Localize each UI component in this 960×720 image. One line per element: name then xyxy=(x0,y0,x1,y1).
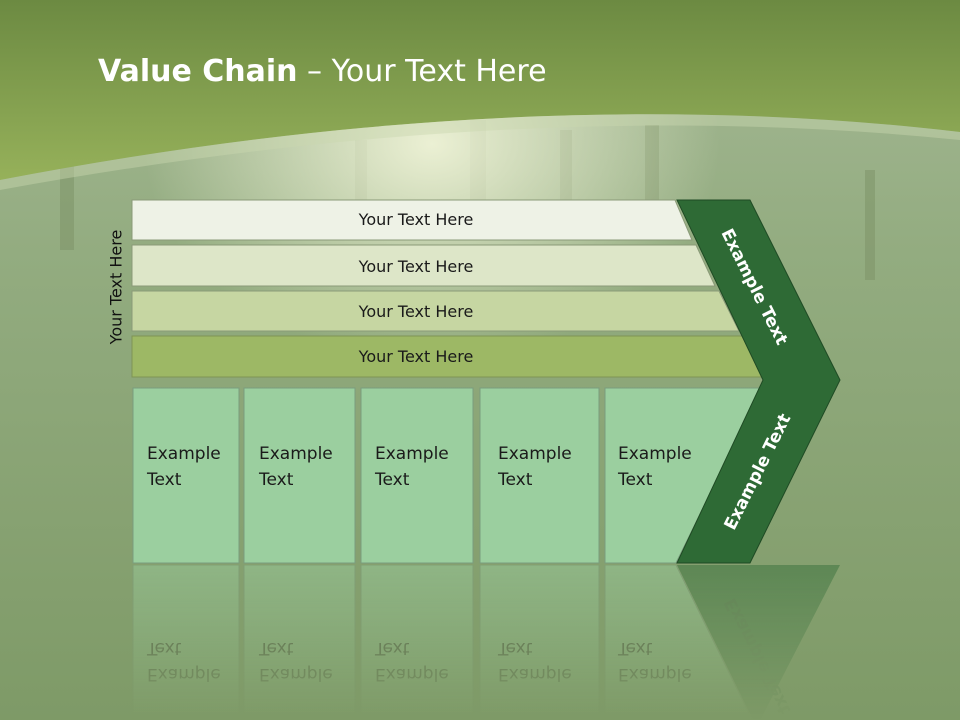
box-5-line2: Text xyxy=(617,470,653,490)
bar-1 xyxy=(131,199,693,241)
title-rest: – Your Text Here xyxy=(297,54,547,89)
box-3-line1: Example xyxy=(375,444,449,464)
bar-row-2: Your Text Here xyxy=(131,244,716,287)
bar-2 xyxy=(131,244,716,287)
box-3-line2: Text xyxy=(374,470,410,490)
bar-row-4: Your Text Here xyxy=(131,335,764,378)
box-1-shape xyxy=(132,387,240,564)
box-4-line1: Example xyxy=(498,444,572,464)
bar-4-label: Your Text Here xyxy=(358,347,474,366)
refl-box-2-line1: Example xyxy=(259,664,333,684)
box-2: Example Text xyxy=(243,387,356,564)
refl-box-2 xyxy=(243,564,356,720)
refl-chevron xyxy=(677,565,840,720)
refl-box-5 xyxy=(604,564,753,720)
page-title: Value Chain – Your Text Here xyxy=(98,54,547,89)
box-5: Example Text xyxy=(604,387,763,564)
title-bold: Value Chain xyxy=(98,54,298,89)
box-2-line2: Text xyxy=(258,470,294,490)
bar-1-label: Your Text Here xyxy=(358,210,474,229)
box-2-shape xyxy=(243,387,356,564)
box-3: Example Text xyxy=(360,387,474,564)
bar-row-3: Your Text Here xyxy=(131,290,740,332)
box-3-shape xyxy=(360,387,474,564)
bar-2-label: Your Text Here xyxy=(358,257,474,276)
bar-row-1: Your Text Here xyxy=(131,199,693,241)
box-1-line1: Example xyxy=(147,444,221,464)
box-4-shape xyxy=(479,387,600,564)
refl-box-4-line1: Example xyxy=(498,664,572,684)
box-1: Example Text xyxy=(132,387,240,564)
refl-box-4 xyxy=(479,564,600,720)
box-4: Example Text xyxy=(479,387,600,564)
refl-box-1 xyxy=(132,564,240,720)
refl-box-3-line1: Example xyxy=(375,664,449,684)
refl-box-1-line1: Example xyxy=(147,664,221,684)
refl-box-4-line2: Text xyxy=(497,638,533,658)
reflection: Example Text Example Text Example Text E… xyxy=(132,564,840,720)
box-2-line1: Example xyxy=(259,444,333,464)
box-4-line2: Text xyxy=(497,470,533,490)
bar-3 xyxy=(131,290,740,332)
bar-3-label: Your Text Here xyxy=(358,302,474,321)
box-5-shape xyxy=(604,387,763,564)
box-1-line2: Text xyxy=(146,470,182,490)
refl-box-3 xyxy=(360,564,474,720)
chevron-shape xyxy=(676,199,841,564)
box-5-line1: Example xyxy=(618,444,692,464)
refl-box-5-line1: Example xyxy=(618,664,692,684)
refl-box-3-line2: Text xyxy=(374,638,410,658)
refl-box-5-line2: Text xyxy=(617,638,653,658)
refl-box-2-line2: Text xyxy=(258,638,294,658)
refl-box-1-line2: Text xyxy=(146,638,182,658)
